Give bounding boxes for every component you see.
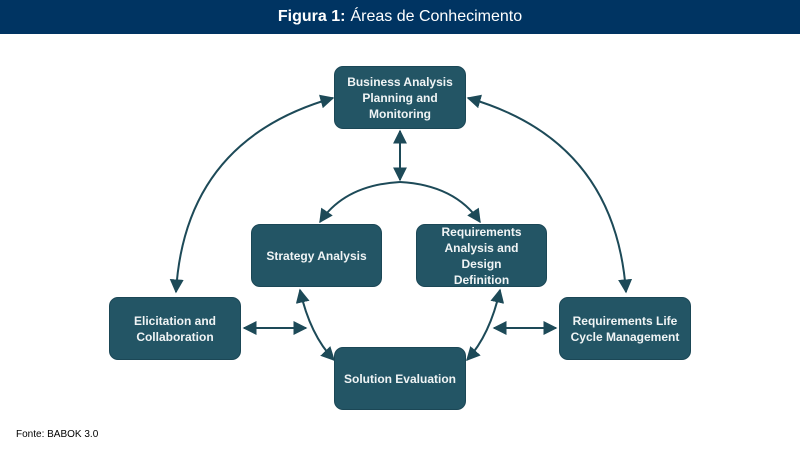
arrow-planning-rlcm: [466, 94, 633, 294]
node-strategy-analysis: Strategy Analysis: [251, 224, 382, 287]
arrow-inner-strategy: [319, 181, 401, 224]
arrow-inner-radd: [399, 181, 481, 224]
source-caption: Fonte: BABOK 3.0: [16, 429, 99, 440]
node-label: Business Analysis Planning and Monitorin…: [347, 74, 453, 121]
figure-header: Figura 1: Áreas de Conhecimento: [0, 0, 800, 34]
node-label: Requirements Analysis and Design Definit…: [441, 224, 522, 287]
node-label: Requirements Life Cycle Management: [570, 313, 680, 344]
figure-title: Áreas de Conhecimento: [350, 8, 523, 25]
arrow-strategy-solution: [295, 288, 335, 362]
arrow-radd-solution: [466, 288, 505, 362]
node-requirements-analysis-design: Requirements Analysis and Design Definit…: [416, 224, 547, 287]
node-label: Elicitation and Collaboration: [133, 313, 216, 344]
node-label: Strategy Analysis: [266, 248, 367, 263]
node-solution-evaluation: Solution Evaluation: [334, 347, 466, 410]
arrow-planning-elicitation: [169, 94, 335, 294]
figure-label: Figura 1:: [277, 8, 346, 25]
node-business-analysis-planning: Business Analysis Planning and Monitorin…: [334, 66, 466, 129]
node-elicitation-collaboration: Elicitation and Collaboration: [109, 297, 241, 360]
node-label: Solution Evaluation: [343, 371, 456, 386]
node-requirements-life-cycle: Requirements Life Cycle Management: [559, 297, 691, 360]
